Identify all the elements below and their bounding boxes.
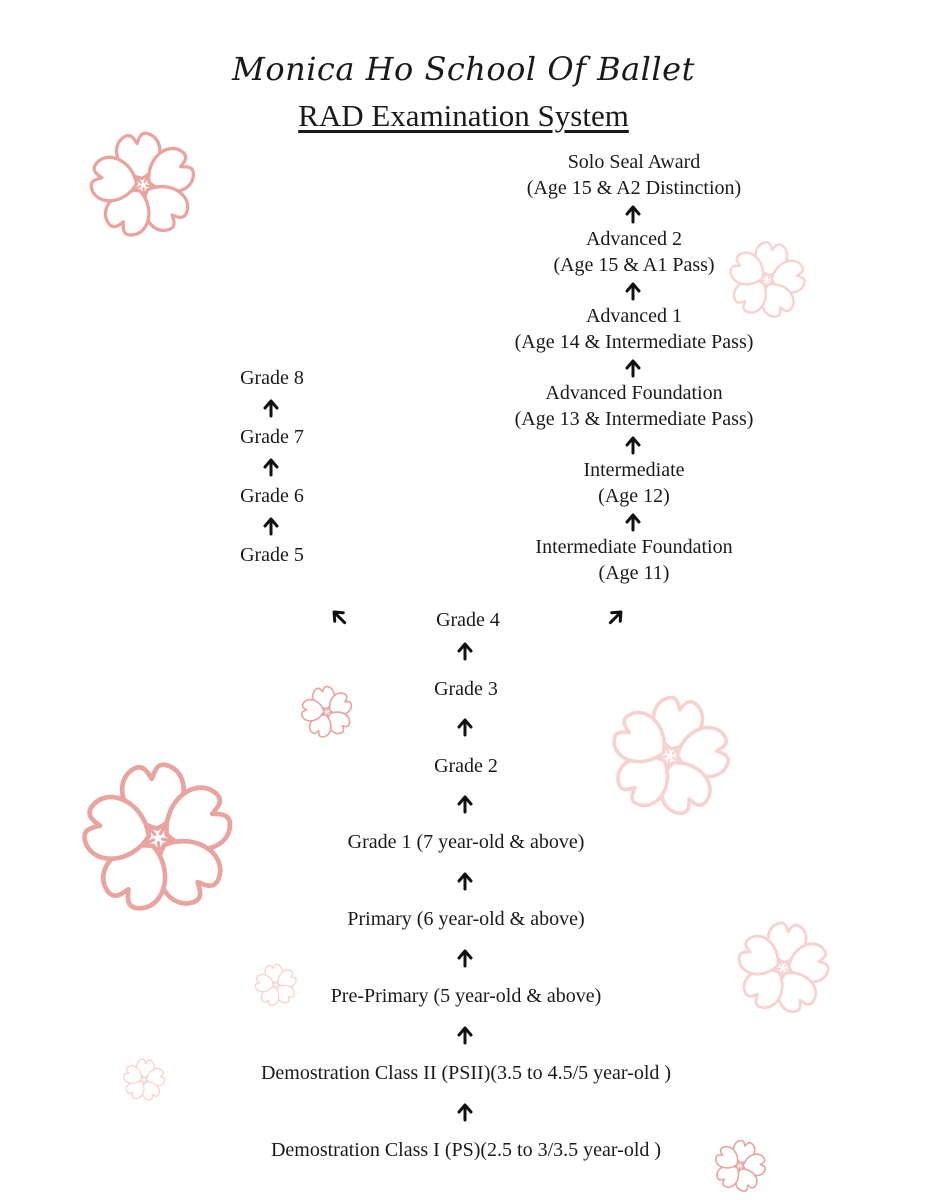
- node-pre-primary: Pre-Primary (5 year-old & above): [330, 985, 602, 1007]
- node-advanced-1: Advanced 1 (Age 14 & Intermediate Pass): [515, 303, 754, 355]
- arrow-up-icon: [457, 1103, 473, 1122]
- arrow-up-icon: [457, 1026, 473, 1045]
- arrow-up-icon: [625, 436, 641, 455]
- node-grade-4: Grade 4: [436, 609, 500, 631]
- node-label: Advanced 2: [585, 228, 683, 250]
- node-grade-3: Grade 3: [434, 678, 498, 700]
- node-detail: (Age 11): [598, 562, 670, 584]
- arrow-up-icon: [625, 513, 641, 532]
- arrow-up-icon: [457, 642, 473, 661]
- node-grade-2: Grade 2: [434, 755, 498, 777]
- arrow-up-icon: [625, 359, 641, 378]
- node-label: Advanced Foundation: [545, 382, 723, 404]
- node-intermediate-foundation: Intermediate Foundation (Age 11): [535, 534, 732, 586]
- node-demo-class-2: Demostration Class II (PSII)(3.5 to 4.5/…: [260, 1062, 672, 1084]
- cherry-blossom-icon: [737, 921, 830, 1013]
- cherry-blossom-icon: [300, 685, 353, 738]
- cherry-blossom-icon: [715, 1139, 767, 1192]
- page-title: Monica Ho School Of Ballet: [232, 50, 695, 88]
- node-grade-6: Grade 6: [240, 485, 304, 507]
- arrow-up-icon: [457, 949, 473, 968]
- node-intermediate: Intermediate (Age 12): [583, 457, 684, 509]
- node-grade-7: Grade 7: [240, 426, 304, 448]
- node-grade-5: Grade 5: [240, 544, 304, 566]
- node-label: Advanced 1: [585, 305, 683, 327]
- arrow-up-icon: [457, 872, 473, 891]
- node-advanced-2: Advanced 2 (Age 15 & A1 Pass): [553, 226, 714, 278]
- cherry-blossom-icon: [82, 762, 233, 911]
- node-label: Solo Seal Award: [567, 151, 701, 173]
- node-detail: (Age 15 & A1 Pass): [553, 254, 715, 276]
- node-detail: (Age 13 & Intermediate Pass): [514, 408, 754, 430]
- node-grade-1: Grade 1 (7 year-old & above): [347, 831, 585, 853]
- arrow-up-right-icon: [608, 610, 623, 625]
- arrow-up-icon: [263, 399, 279, 418]
- node-detail: (Age 12): [598, 485, 670, 507]
- node-detail: (Age 15 & A2 Distinction): [526, 177, 742, 199]
- arrow-up-icon: [457, 718, 473, 737]
- arrow-up-left-icon: [332, 610, 347, 625]
- node-solo-seal: Solo Seal Award (Age 15 & A2 Distinction…: [527, 149, 741, 201]
- node-grade-8: Grade 8: [240, 367, 304, 389]
- arrow-up-icon: [457, 795, 473, 814]
- cherry-blossom-icon: [612, 695, 731, 816]
- node-label: Intermediate Foundation: [535, 536, 733, 558]
- node-detail: (Age 14 & Intermediate Pass): [514, 331, 754, 353]
- arrow-up-icon: [625, 282, 641, 301]
- node-primary: Primary (6 year-old & above): [347, 908, 585, 930]
- node-label: Intermediate: [583, 459, 685, 481]
- page-subtitle: RAD Examination System: [298, 98, 629, 133]
- arrow-up-icon: [263, 517, 279, 536]
- node-advanced-foundation: Advanced Foundation (Age 13 & Intermedia…: [515, 380, 754, 432]
- arrow-up-icon: [625, 205, 641, 224]
- cherry-blossom-icon: [254, 963, 297, 1006]
- node-demo-class-1: Demostration Class I (PS)(2.5 to 3/3.5 y…: [270, 1139, 662, 1161]
- cherry-blossom-icon: [89, 131, 195, 237]
- arrow-up-icon: [263, 458, 279, 477]
- cherry-blossom-icon: [123, 1058, 166, 1101]
